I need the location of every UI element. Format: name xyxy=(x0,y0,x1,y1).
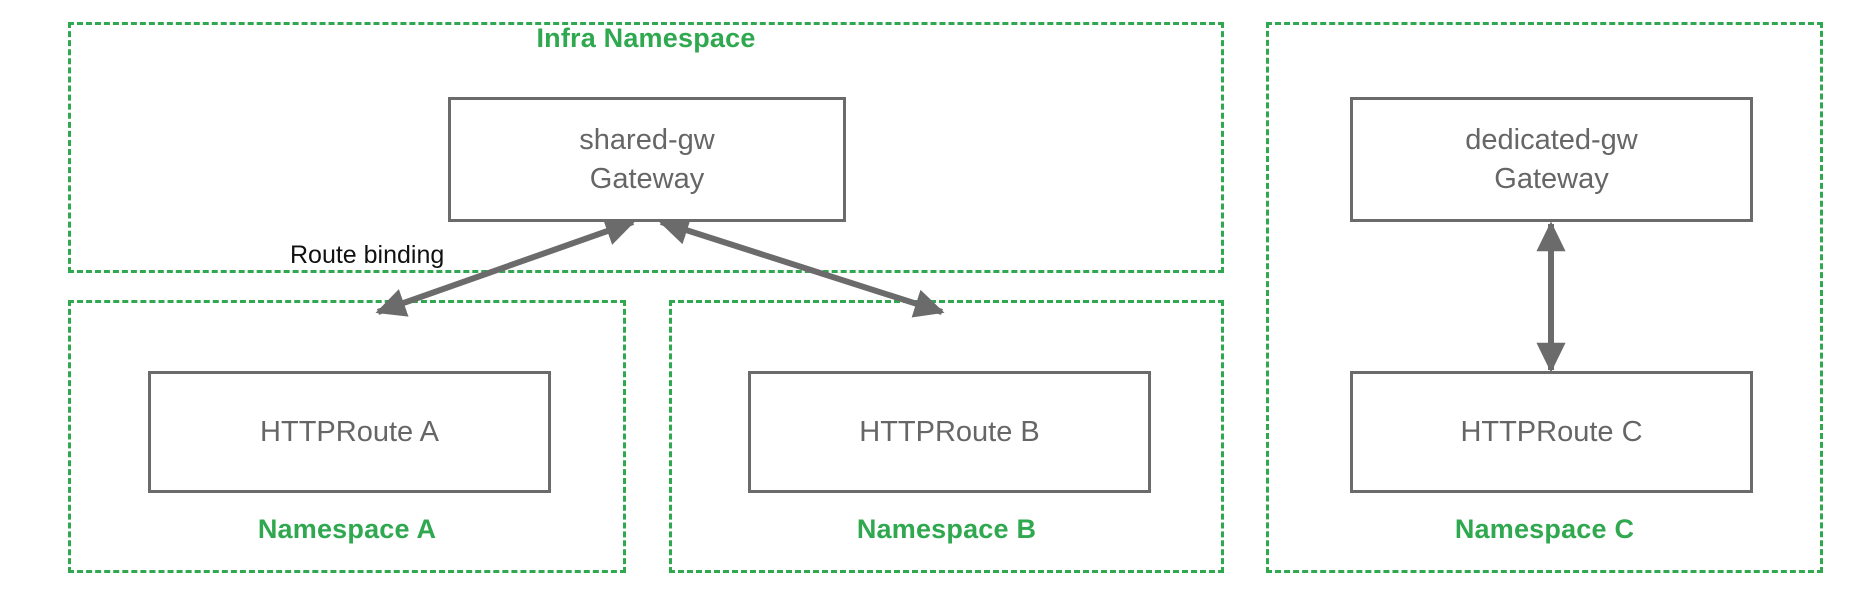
namespace-c[interactable] xyxy=(1266,22,1823,573)
namespace-b[interactable] xyxy=(669,300,1224,573)
resource-shared-gw-gateway[interactable]: shared-gw Gateway xyxy=(448,97,846,222)
resource-dedicated-gw-gateway-label: dedicated-gw Gateway xyxy=(1465,124,1638,195)
resource-httproute-c[interactable]: HTTPRoute C xyxy=(1350,371,1753,493)
namespace-b-label: Namespace B xyxy=(856,514,1037,544)
resource-dedicated-gw-gateway[interactable]: dedicated-gw Gateway xyxy=(1350,97,1753,222)
resource-shared-gw-gateway-label: shared-gw Gateway xyxy=(579,124,715,195)
namespace-c-label: Namespace C xyxy=(1454,514,1635,544)
namespace-a-label: Namespace A xyxy=(257,514,437,544)
namespace-infra-label: Infra Namespace xyxy=(536,23,756,53)
resource-httproute-c-label: HTTPRoute C xyxy=(1460,415,1643,448)
edge-label-route-binding: Route binding xyxy=(290,241,445,269)
namespace-a[interactable] xyxy=(68,300,626,573)
resource-httproute-b-label: HTTPRoute B xyxy=(859,415,1040,448)
namespace-infra[interactable] xyxy=(68,22,1224,273)
resource-httproute-a[interactable]: HTTPRoute A xyxy=(148,371,551,493)
resource-httproute-a-label: HTTPRoute A xyxy=(260,415,439,448)
resource-httproute-b[interactable]: HTTPRoute B xyxy=(748,371,1151,493)
